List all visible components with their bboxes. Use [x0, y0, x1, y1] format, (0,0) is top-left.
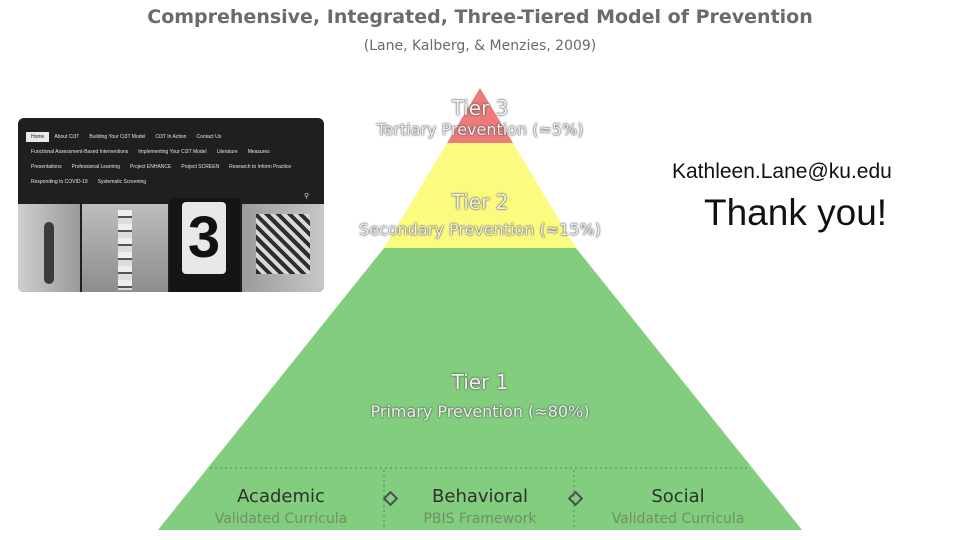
tier-name: Tier 2: [320, 190, 640, 214]
nav-item: Project ENHANCE: [125, 164, 176, 170]
nav-item: Project SCREEN: [176, 164, 224, 170]
nav-item: Responding to COVID-19: [26, 179, 93, 185]
column-shape: [118, 210, 132, 290]
tier-description: Primary Prevention (≈80%): [320, 402, 640, 421]
domain-academic-sub: Validated Curricula: [201, 511, 361, 527]
tier-description: Secondary Prevention (≈15%): [320, 220, 640, 239]
domain-social-heading: Social: [598, 486, 758, 507]
nav-item: Professional Learning: [67, 164, 125, 170]
website-nav: Home About Ci3T Building Your Ci3T Model…: [26, 130, 322, 190]
nav-item: Literature: [212, 149, 243, 155]
nav-item: Research to Inform Practice: [224, 164, 296, 170]
tier-name: Tier 3: [330, 96, 630, 120]
nav-row: Presentations Professional Learning Proj…: [26, 160, 322, 174]
domain-behavioral-sub: PBIS Framework: [400, 511, 560, 527]
nav-item: Building Your Ci3T Model: [84, 134, 150, 140]
nav-item: Ci3T In Action: [150, 134, 191, 140]
number-photo: 3: [170, 198, 240, 292]
nav-row: Home About Ci3T Building Your Ci3T Model…: [26, 130, 322, 144]
website-screenshot: Home About Ci3T Building Your Ci3T Model…: [18, 118, 324, 292]
handle-shape: [44, 222, 54, 284]
tier-name: Tier 1: [320, 370, 640, 394]
nav-item: Systematic Screening: [93, 179, 151, 185]
domain-behavioral-heading: Behavioral: [400, 486, 560, 507]
door-handle-photo: [18, 204, 80, 292]
tier-2-label: Tier 2 Secondary Prevention (≈15%): [320, 190, 640, 239]
nav-row: Responding to COVID-19 Systematic Screen…: [26, 175, 322, 189]
nav-item: Functional Assessment-Based Intervention…: [26, 149, 133, 155]
domain-social-sub: Validated Curricula: [598, 511, 758, 527]
domain-academic-heading: Academic: [201, 486, 361, 507]
tier-3-label: Tier 3 Tertiary Prevention (≈5%): [330, 96, 630, 139]
number-three: 3: [182, 202, 226, 274]
search-icon: ⚲: [304, 192, 309, 200]
contact-email: Kathleen.Lane@ku.edu: [672, 160, 892, 184]
nav-item: Presentations: [26, 164, 67, 170]
pattern-shape: [256, 214, 310, 274]
pattern-photo: [242, 204, 324, 292]
nav-item: About Ci3T: [49, 134, 84, 140]
nav-item: Implementing Your Ci3T Model: [133, 149, 211, 155]
nav-item: Measures: [243, 149, 275, 155]
nav-item: Contact Us: [191, 134, 226, 140]
nav-item-home: Home: [26, 132, 49, 142]
nav-row: Functional Assessment-Based Intervention…: [26, 145, 322, 159]
thank-you-text: Thank you!: [704, 192, 887, 234]
column-photo: [82, 204, 168, 292]
tier-description: Tertiary Prevention (≈5%): [330, 120, 630, 139]
tier-1-label: Tier 1 Primary Prevention (≈80%): [320, 370, 640, 421]
